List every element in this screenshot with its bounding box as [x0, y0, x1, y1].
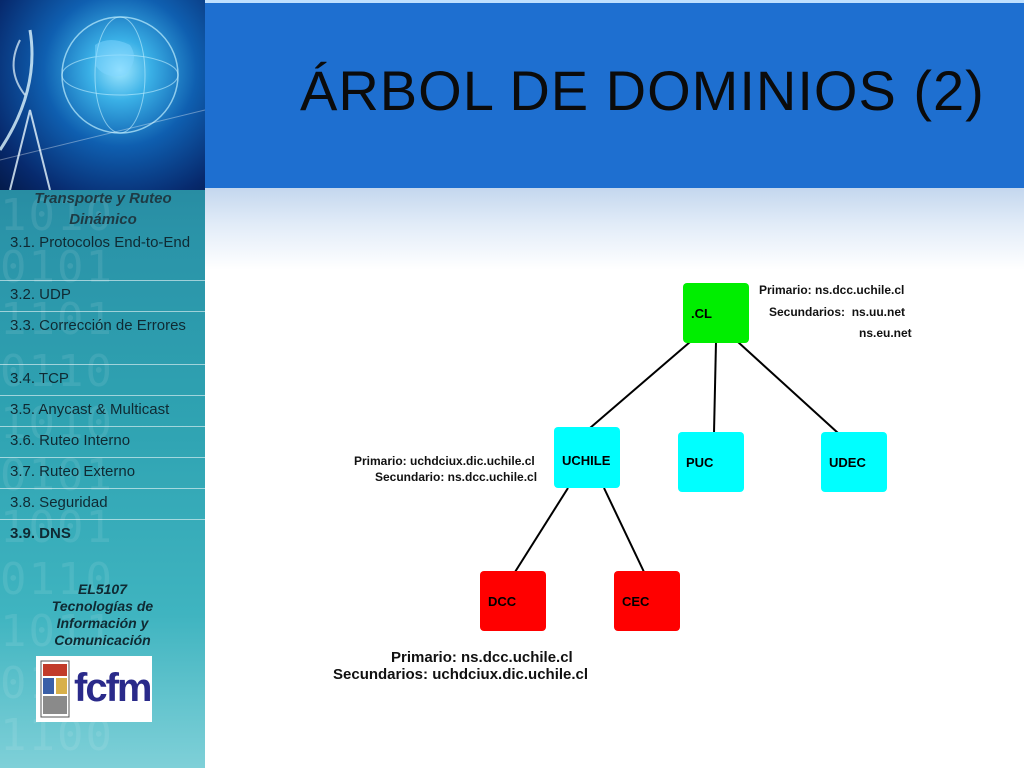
globe-image [0, 0, 205, 190]
edge-cl-puc [713, 341, 717, 434]
page-title: ÁRBOL DE DOMINIOS (2) [300, 59, 985, 122]
course-info: EL5107 Tecnologías de Información y Comu… [30, 581, 175, 649]
cl-secondary-label-2: ns.eu.net [859, 326, 912, 340]
header-gradient-band [205, 188, 1024, 270]
node-puc: PUC [678, 432, 744, 492]
sidebar-item-protocolos[interactable]: 3.1. Protocolos End-to-End [10, 234, 191, 251]
sidebar-item-seguridad[interactable]: 3.8. Seguridad [10, 494, 108, 511]
sidebar-item-tcp[interactable]: 3.4. TCP [10, 370, 69, 387]
sidebar-item-ruteo-externo[interactable]: 3.7. Ruteo Externo [10, 463, 136, 480]
node-dcc: DCC [480, 571, 546, 631]
edge-uchile-cec [603, 487, 645, 573]
node-cl: .CL [683, 283, 749, 343]
fcfm-logo: fcfm [36, 656, 152, 722]
sidebar: 1010 0101 1101 0110 1010 0101 1001 0110 … [0, 0, 205, 768]
sidebar-item-dns[interactable]: 3.9. DNS [10, 525, 71, 542]
edge-cl-uchile [589, 341, 691, 429]
university-shield-icon [40, 660, 70, 718]
course-code: EL5107 [77, 581, 128, 597]
dcc-secondary-label: Secundarios: uchdciux.dic.uchile.cl [333, 666, 589, 683]
sidebar-item-correccion[interactable]: 3.3. Corrección de Errores [10, 317, 186, 334]
cl-secondary-label: Secundarios: ns.uu.net [769, 305, 906, 319]
uchile-primary-label: Primario: uchdciux.dic.uchile.cl [354, 454, 535, 468]
slide-header: ÁRBOL DE DOMINIOS (2) [205, 0, 1024, 188]
sidebar-divider [0, 488, 205, 489]
node-cec: CEC [614, 571, 680, 631]
node-uchile: UCHILE [554, 427, 620, 488]
sidebar-divider [0, 457, 205, 458]
sidebar-item-udp[interactable]: 3.2. UDP [10, 286, 71, 303]
dcc-primary-label: Primario: ns.dcc.uchile.cl [391, 649, 573, 666]
sidebar-item-anycast[interactable]: 3.5. Anycast & Multicast [10, 401, 170, 418]
cl-primary-label: Primario: ns.dcc.uchile.cl [759, 283, 905, 297]
sidebar-section-title: Transporte y Ruteo Dinámico [34, 190, 172, 228]
header-top-strip [205, 0, 1024, 3]
node-udec: UDEC [821, 432, 887, 492]
course-name: Tecnologías de Información y Comunicació… [51, 598, 154, 648]
uchile-secondary-label: Secundario: ns.dcc.uchile.cl [375, 470, 538, 484]
edge-cl-udec [737, 341, 839, 434]
logo-text: fcfm [74, 666, 152, 710]
sidebar-divider [0, 364, 205, 365]
edge-uchile-dcc [514, 487, 569, 573]
sidebar-divider [0, 280, 205, 281]
sidebar-item-ruteo-interno[interactable]: 3.6. Ruteo Interno [10, 432, 131, 449]
sidebar-divider [0, 519, 205, 520]
sidebar-divider [0, 311, 205, 312]
sidebar-divider [0, 395, 205, 396]
sidebar-divider [0, 426, 205, 427]
